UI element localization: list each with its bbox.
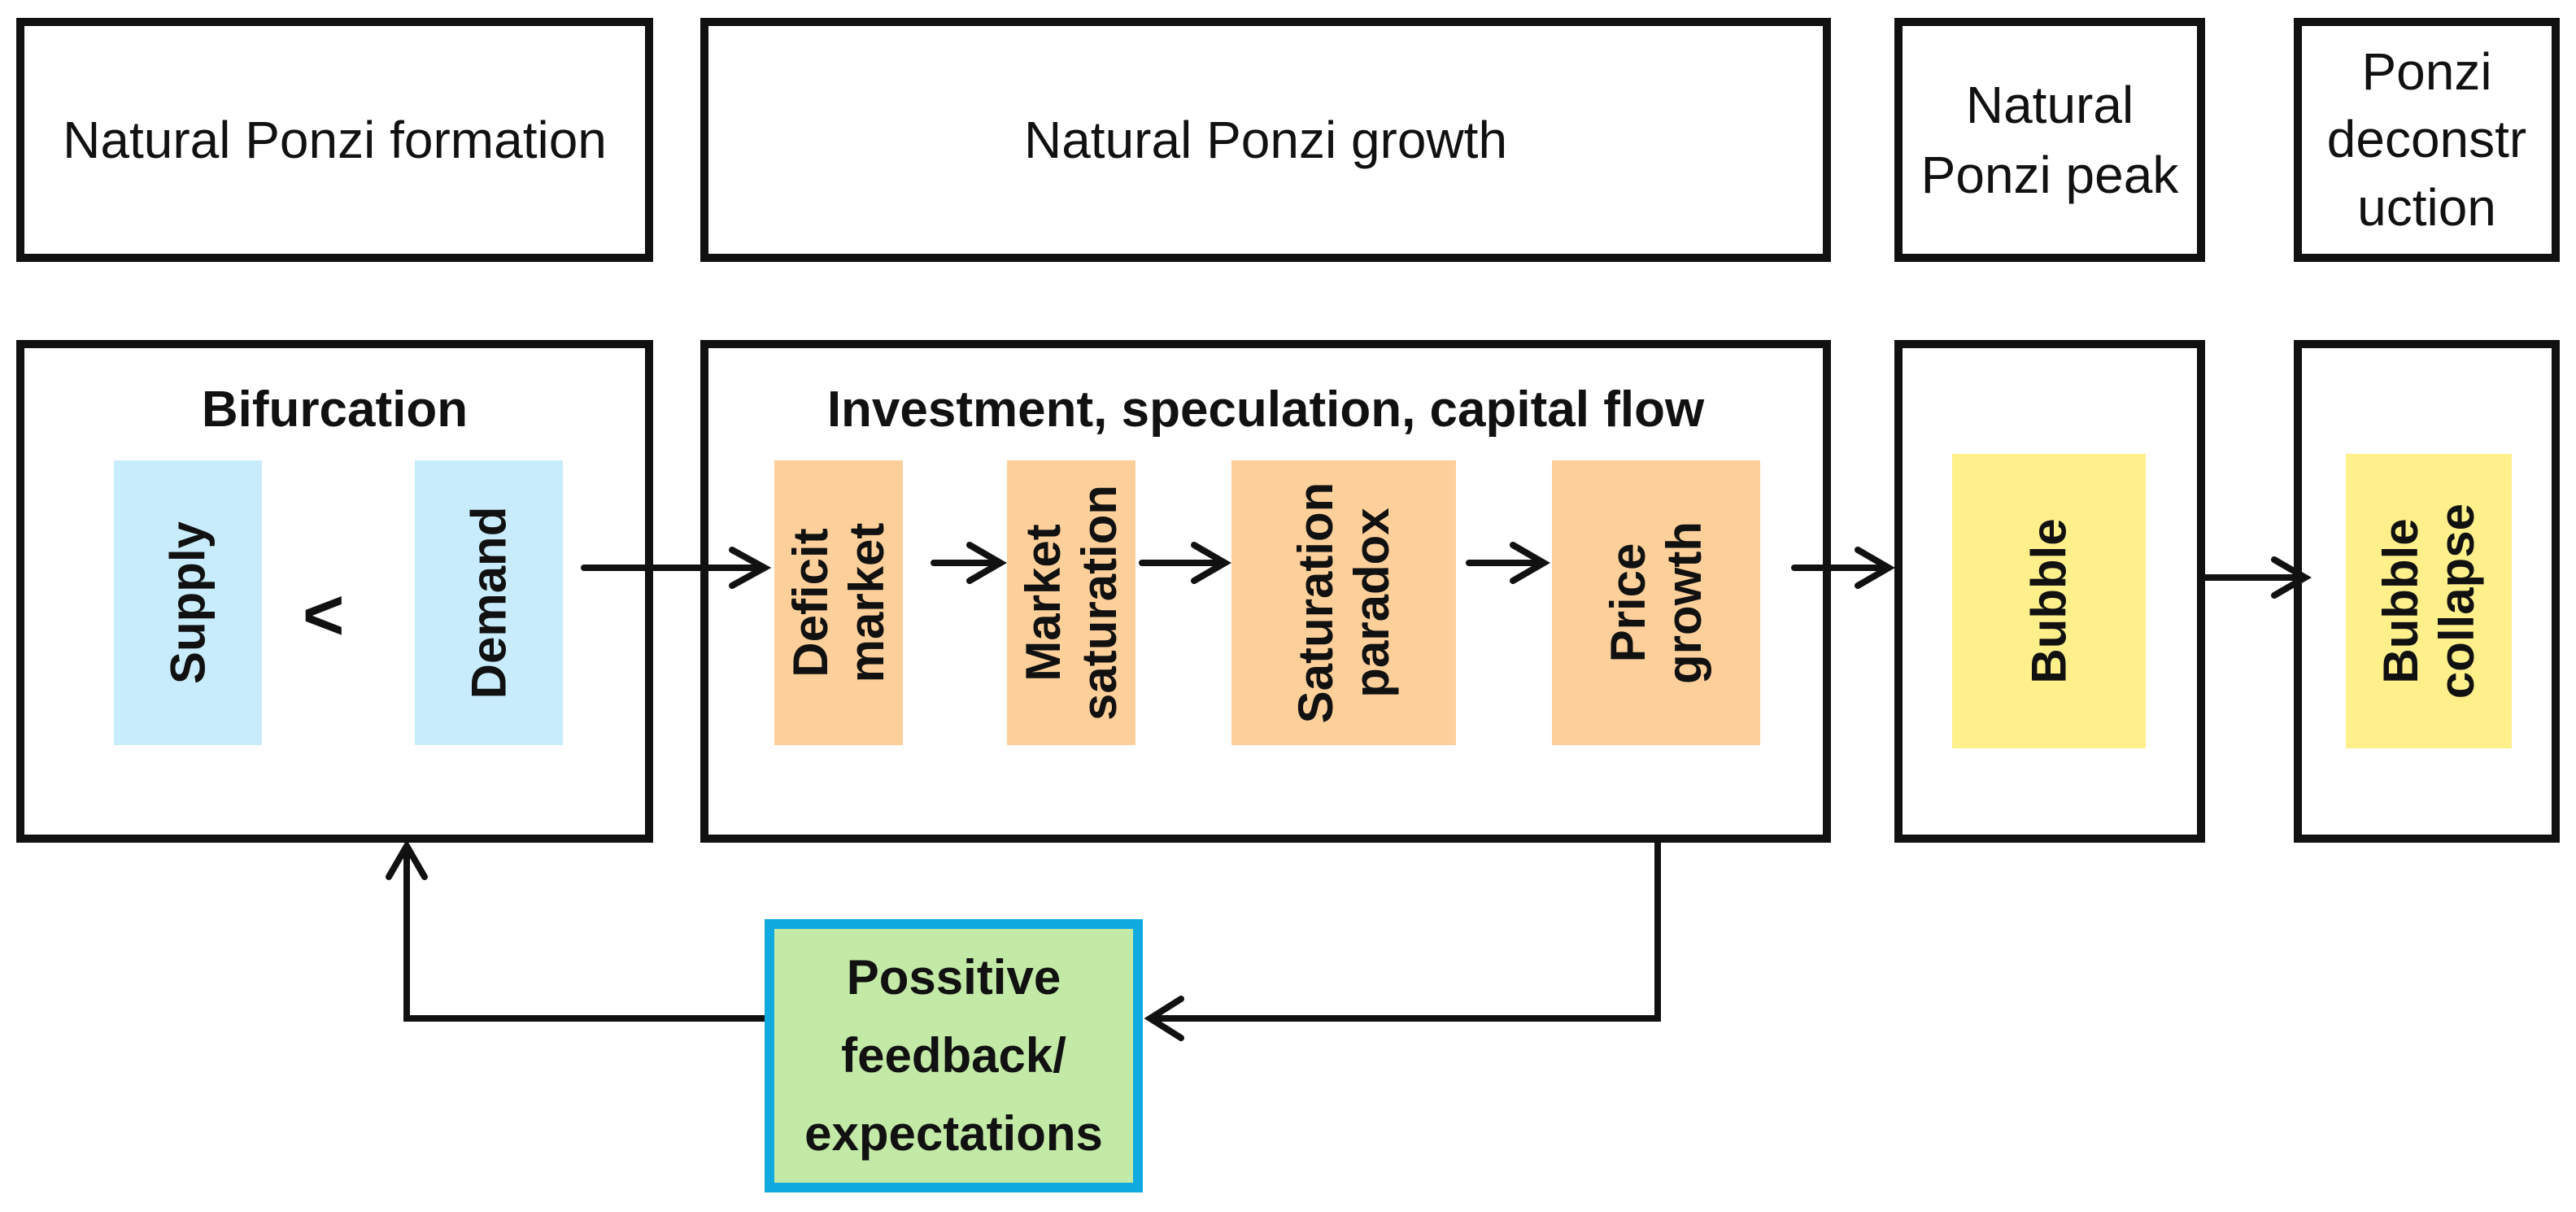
arrow-saturation-to-paradox [1139, 542, 1231, 584]
feedback-label: Possitive feedback/ expectations [804, 939, 1103, 1173]
arrow-demand-to-deficit [581, 547, 772, 589]
arrow-growth-to-bubble [1791, 547, 1895, 589]
stage-growth-box: Natural Ponzi growth [700, 18, 1831, 262]
less-than-symbol: < [303, 574, 345, 655]
stage-formation-box: Natural Ponzi formation [16, 18, 653, 262]
market-saturation-node: Market saturation [1007, 460, 1135, 745]
stage-formation-label: Natural Ponzi formation [63, 110, 607, 169]
stage-deconstruction-label-line: Ponzi [2361, 42, 2492, 102]
saturation-paradox-node: Saturation paradox [1231, 460, 1456, 745]
feedback-label-line: Possitive [846, 950, 1061, 1005]
stage-peak-label-line: Natural [1965, 75, 2134, 134]
stage-peak-label-line: Ponzi peak [1920, 146, 2179, 204]
deficit-market-node: Deficit market [774, 460, 903, 745]
arrow-bubble-to-collapse [2201, 556, 2312, 599]
stage-deconstruction-box: Ponzi deconstr uction [2294, 18, 2560, 262]
stage-peak-label: Natural Ponzi peak [1921, 70, 2179, 211]
demand-node: Demand [415, 460, 563, 745]
feedback-box: Possitive feedback/ expectations [765, 919, 1143, 1192]
stage-deconstruction-label: Ponzi deconstr uction [2327, 38, 2526, 242]
stage-deconstruction-label-line: uction [2357, 177, 2496, 237]
arrow-paradox-to-price [1466, 542, 1550, 584]
stage-deconstruction-label-line: deconstr [2326, 110, 2527, 169]
supply-node: Supply [114, 460, 262, 745]
bubble-node: Bubble [1952, 454, 2146, 748]
bifurcation-title: Bifurcation [201, 381, 469, 438]
feedback-label-line: expectations [804, 1106, 1103, 1161]
arrow-deficit-to-saturation [931, 542, 1007, 584]
arrow-feedback-to-bifurcation [386, 839, 768, 1022]
price-growth-node: Price growth [1552, 460, 1760, 745]
feedback-label-line: feedback/ [841, 1028, 1066, 1083]
arrow-growth-to-feedback [1144, 839, 1661, 1041]
investment-title: Investment, speculation, capital flow [826, 381, 1705, 438]
stage-growth-label: Natural Ponzi growth [1023, 110, 1508, 169]
stage-peak-box: Natural Ponzi peak [1894, 18, 2205, 262]
bubble-collapse-node: Bubble collapse [2346, 454, 2512, 748]
